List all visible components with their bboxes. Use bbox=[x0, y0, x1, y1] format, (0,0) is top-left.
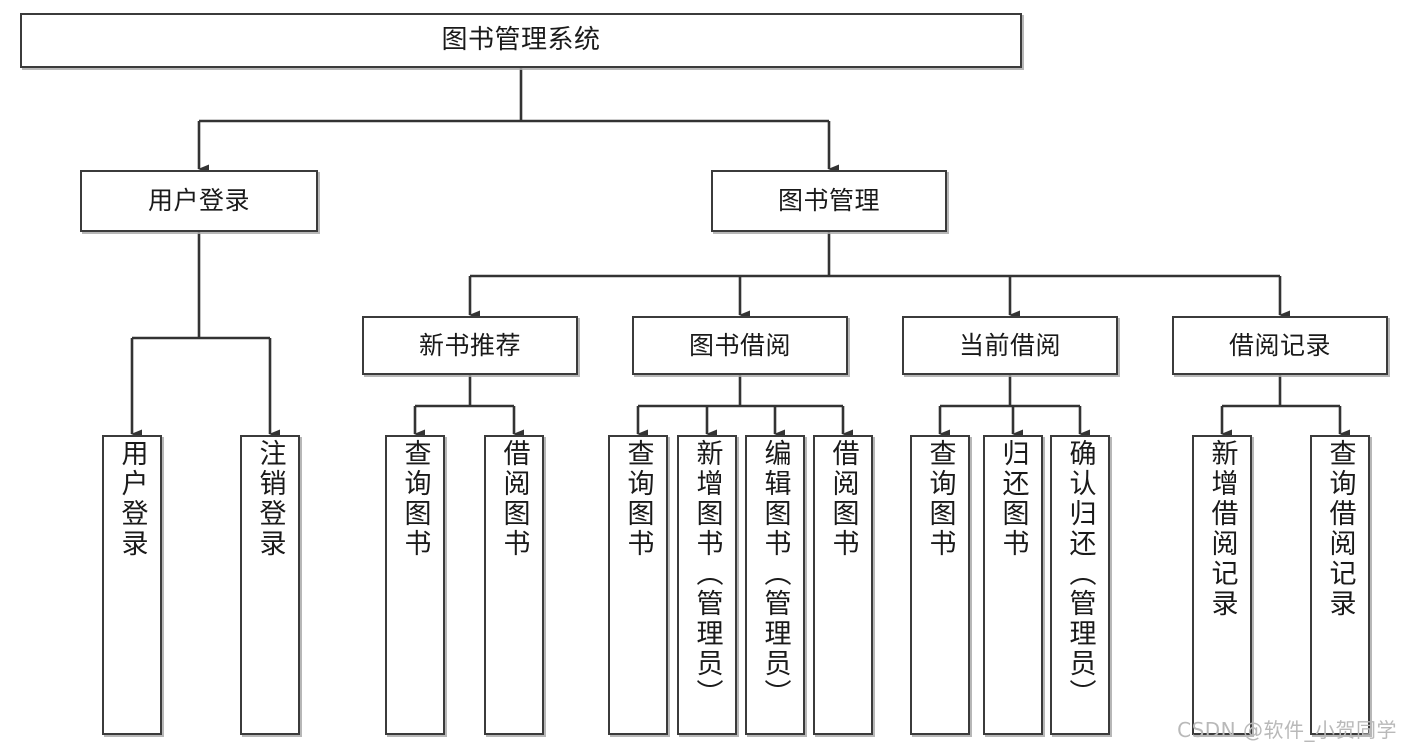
node-label: 用户登录 bbox=[147, 186, 250, 216]
node-current[interactable]: 当前借阅 bbox=[902, 316, 1118, 375]
node-l_edit[interactable]: 编辑图书（管理员） bbox=[745, 435, 805, 735]
node-label: 查询图书 bbox=[622, 439, 654, 559]
node-l_login[interactable]: 用户登录 bbox=[102, 435, 162, 735]
node-label: 注销登录 bbox=[254, 439, 286, 559]
node-label: 确认归还（管理员） bbox=[1064, 439, 1096, 709]
node-label: 用户登录 bbox=[116, 439, 148, 559]
node-l_ret[interactable]: 归还图书 bbox=[983, 435, 1043, 735]
node-l_b1[interactable]: 借阅图书 bbox=[484, 435, 544, 735]
node-label: 查询图书 bbox=[924, 439, 956, 559]
node-bookmgmt[interactable]: 图书管理 bbox=[711, 170, 947, 232]
node-label: 当前借阅 bbox=[958, 330, 1061, 360]
node-label: 归还图书 bbox=[997, 439, 1029, 559]
node-label: 编辑图书（管理员） bbox=[759, 439, 791, 709]
node-label: 查询图书 bbox=[399, 439, 431, 559]
node-label: 查询借阅记录 bbox=[1324, 439, 1356, 619]
node-l_q2[interactable]: 查询图书 bbox=[608, 435, 668, 735]
node-l_q3[interactable]: 查询图书 bbox=[910, 435, 970, 735]
node-label: 借阅记录 bbox=[1228, 330, 1331, 360]
node-l_q1[interactable]: 查询图书 bbox=[385, 435, 445, 735]
node-l_qrec[interactable]: 查询借阅记录 bbox=[1310, 435, 1370, 735]
node-label: 新书推荐 bbox=[418, 330, 521, 360]
node-newbook[interactable]: 新书推荐 bbox=[362, 316, 578, 375]
node-l_add[interactable]: 新增图书（管理员） bbox=[677, 435, 737, 735]
node-borrow[interactable]: 图书借阅 bbox=[632, 316, 848, 375]
node-label: 借阅图书 bbox=[827, 439, 859, 559]
node-l_logout[interactable]: 注销登录 bbox=[240, 435, 300, 735]
node-label: 图书借阅 bbox=[688, 330, 791, 360]
node-l_conf[interactable]: 确认归还（管理员） bbox=[1050, 435, 1110, 735]
node-l_addrec[interactable]: 新增借阅记录 bbox=[1192, 435, 1252, 735]
node-login[interactable]: 用户登录 bbox=[80, 170, 318, 232]
node-label: 借阅图书 bbox=[498, 439, 530, 559]
node-label: 图书管理 bbox=[777, 186, 880, 216]
node-label: 新增图书（管理员） bbox=[691, 439, 723, 709]
node-label: 图书管理系统 bbox=[441, 25, 601, 56]
node-root[interactable]: 图书管理系统 bbox=[20, 13, 1022, 68]
node-l_b2[interactable]: 借阅图书 bbox=[813, 435, 873, 735]
node-label: 新增借阅记录 bbox=[1206, 439, 1238, 619]
node-records[interactable]: 借阅记录 bbox=[1172, 316, 1388, 375]
